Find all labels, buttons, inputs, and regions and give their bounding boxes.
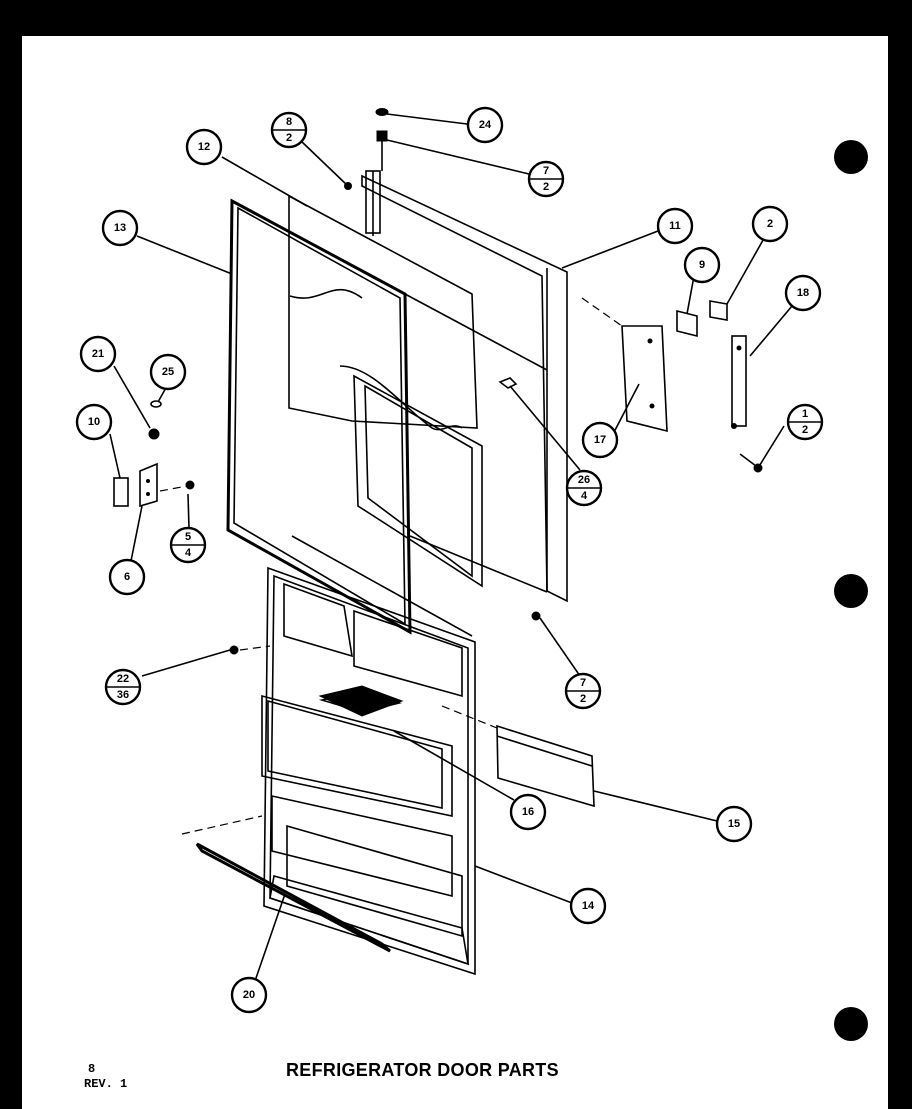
callout-8-2: 8 2 xyxy=(270,111,308,149)
svg-text:9: 9 xyxy=(699,259,705,271)
leader-lines xyxy=(109,113,793,982)
butter-dish-16 xyxy=(318,685,404,717)
svg-text:12: 12 xyxy=(198,141,210,153)
callout-26-4: 26 4 xyxy=(565,469,603,507)
handle-bracket-6 xyxy=(139,462,158,508)
svg-text:22: 22 xyxy=(117,673,129,685)
callout-24: 24 xyxy=(466,106,504,144)
hinge-18 xyxy=(731,335,747,429)
svg-text:10: 10 xyxy=(88,416,100,428)
callout-17: 17 xyxy=(581,421,619,459)
door-hinge-top xyxy=(365,170,381,236)
svg-text:6: 6 xyxy=(124,571,130,583)
screw-22 xyxy=(229,645,271,655)
svg-text:4: 4 xyxy=(185,547,192,559)
callout-9: 9 xyxy=(683,246,721,284)
page-number: 8 xyxy=(88,1062,96,1076)
punch-hole-top xyxy=(834,140,868,174)
callout-16: 16 xyxy=(509,793,547,831)
shim-9 xyxy=(676,309,698,338)
callout-18: 18 xyxy=(784,274,822,312)
svg-text:2: 2 xyxy=(802,424,808,436)
callout-10: 10 xyxy=(75,403,113,441)
revision-label: REV. 1 xyxy=(84,1077,128,1091)
svg-text:14: 14 xyxy=(582,900,595,912)
callout-7-2-mid: 7 2 xyxy=(564,672,602,710)
svg-text:11: 11 xyxy=(669,220,681,232)
screw-1 xyxy=(739,453,763,473)
parts-diagram: 24 8 2 7 2 12 13 11 2 9 18 21 25 xyxy=(75,106,868,1041)
svg-text:2: 2 xyxy=(580,693,586,705)
callout-13: 13 xyxy=(101,209,139,247)
spacer-10 xyxy=(113,477,129,507)
drawing-sheet: 24 8 2 7 2 12 13 11 2 9 18 21 25 xyxy=(22,36,888,1109)
svg-text:15: 15 xyxy=(728,818,740,830)
svg-text:20: 20 xyxy=(243,989,255,1001)
svg-text:16: 16 xyxy=(522,806,534,818)
nut-21-25 xyxy=(148,400,162,440)
punch-hole-bottom xyxy=(834,1007,868,1041)
door-gasket-frame xyxy=(226,198,412,635)
svg-text:7: 7 xyxy=(543,165,549,177)
hinge-bracket-17 xyxy=(581,297,668,433)
svg-text:2: 2 xyxy=(286,132,292,144)
callout-12: 12 xyxy=(185,128,223,166)
svg-text:36: 36 xyxy=(117,689,129,701)
svg-text:1: 1 xyxy=(802,408,808,420)
callout-22-36: 22 36 xyxy=(104,668,142,706)
upper-door-liner xyxy=(288,194,483,588)
callout-15: 15 xyxy=(715,805,753,843)
callout-5-4: 5 4 xyxy=(169,526,207,564)
page-title: REFRIGERATOR DOOR PARTS xyxy=(286,1060,559,1080)
svg-text:7: 7 xyxy=(580,677,586,689)
shelf-bar-20 xyxy=(181,815,391,953)
door-stop-7 xyxy=(531,611,541,621)
svg-text:26: 26 xyxy=(578,474,590,486)
svg-text:25: 25 xyxy=(162,366,174,378)
screw-5 xyxy=(159,480,195,492)
shim-2 xyxy=(709,300,728,321)
svg-text:2: 2 xyxy=(543,181,549,193)
callout-11: 11 xyxy=(656,207,694,245)
svg-text:21: 21 xyxy=(92,348,104,360)
clip-26 xyxy=(498,377,518,389)
lower-door-liner xyxy=(261,535,476,976)
door-outer-panel xyxy=(361,174,568,603)
callout-1-2: 1 2 xyxy=(786,403,824,441)
svg-text:18: 18 xyxy=(797,287,809,299)
callout-21: 21 xyxy=(79,335,117,373)
svg-text:4: 4 xyxy=(581,490,588,502)
svg-text:13: 13 xyxy=(114,222,126,234)
svg-text:2: 2 xyxy=(767,218,773,230)
shelf-bar-15 xyxy=(441,705,595,808)
callout-6: 6 xyxy=(108,558,146,596)
callout-14: 14 xyxy=(569,887,607,925)
callout-7-2-top: 7 2 xyxy=(527,160,565,198)
callout-25: 25 xyxy=(149,353,187,391)
callout-2: 2 xyxy=(751,205,789,243)
callout-24-label: 24 xyxy=(479,119,492,131)
punch-hole-middle xyxy=(834,574,868,608)
svg-text:5: 5 xyxy=(185,531,191,543)
svg-text:8: 8 xyxy=(286,116,292,128)
svg-text:17: 17 xyxy=(594,434,606,446)
callout-20: 20 xyxy=(230,976,268,1014)
